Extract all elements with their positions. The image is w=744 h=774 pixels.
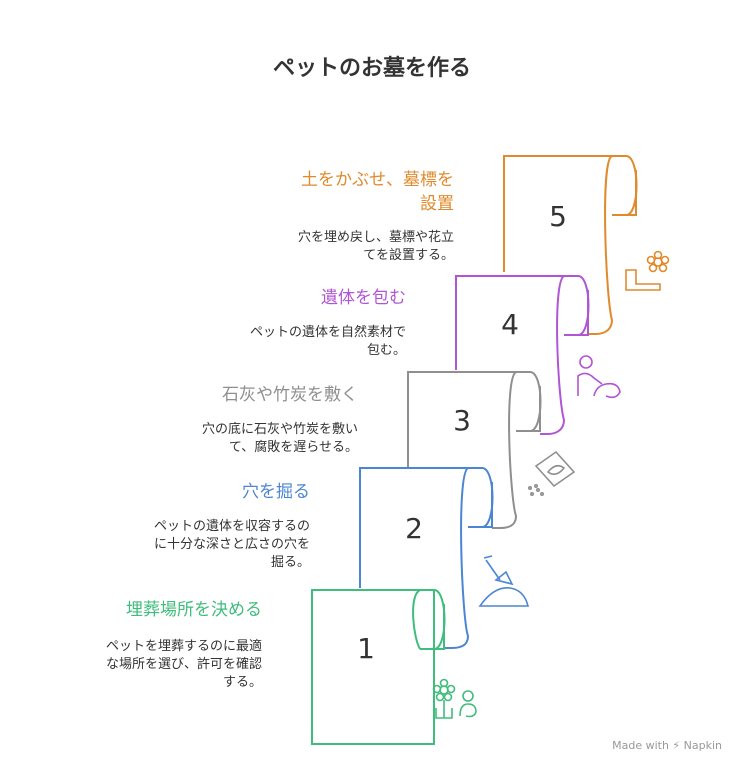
step-4-scroll <box>455 275 590 435</box>
step-3-desc-line-1: 穴の底に石灰や竹炭を敷い <box>201 422 358 437</box>
step-4-desc-line-2: 包む。 <box>366 343 406 358</box>
step-3-desc: 穴の底に石灰や竹炭を敷い て、腐敗を遅らせる。 <box>202 421 358 457</box>
step-1-desc-line-2: な場所を選び、許可を確認 <box>105 657 262 672</box>
step-1-scroll <box>311 589 446 745</box>
page-title: ペットのお墓を作る <box>272 56 471 81</box>
step-1-desc: ペットを埋葬するのに最適 な場所を選び、許可を確認 する。 <box>106 638 262 692</box>
step-4-title: 遺体を包む <box>321 288 406 308</box>
step-2-desc-line-2: に十分な深さと広さの穴を <box>153 537 310 552</box>
seed-bag-icon <box>527 450 576 496</box>
gravestone-flower-icon <box>625 250 670 291</box>
step-5-desc-line-1: 穴を埋め戻し、墓標や花立 <box>297 230 454 245</box>
step-4-desc-line-1: ペットの遺体を自然素材で <box>249 325 406 340</box>
step-5-desc-line-2: てを設置する。 <box>363 248 454 263</box>
step-2-desc-line-3: 掘る。 <box>270 555 310 570</box>
shovel-dirt-icon <box>478 555 530 607</box>
step-2-desc: ペットの遺体を収容するの に十分な深さと広さの穴を 掘る。 <box>154 518 310 572</box>
step-5-title: 土をかぶせ、墓標を 設置 <box>301 168 454 216</box>
step-1-desc-line-1: ペットを埋葬するのに最適 <box>105 639 262 654</box>
step-2-desc-line-1: ペットの遺体を収容するの <box>153 519 310 534</box>
step-3-scroll <box>407 371 542 529</box>
step-3-number: 3 <box>453 404 471 437</box>
step-4-number: 4 <box>501 308 519 341</box>
step-5-title-line-1: 土をかぶせ、墓標を <box>301 170 454 190</box>
step-5-title-line-2: 設置 <box>420 194 454 214</box>
step-2-scroll <box>359 467 494 649</box>
step-5-desc: 穴を埋め戻し、墓標や花立 てを設置する。 <box>298 229 454 265</box>
step-1-number: 1 <box>357 632 375 665</box>
step-4-desc: ペットの遺体を自然素材で 包む。 <box>250 324 406 360</box>
step-3-title: 石灰や竹炭を敷く <box>222 385 358 405</box>
step-5-number: 5 <box>549 200 567 233</box>
step-1-title: 埋葬場所を決める <box>126 600 262 620</box>
step-5-scroll <box>503 155 638 335</box>
step-2-title: 穴を掘る <box>242 482 310 502</box>
flower-person-icon <box>432 678 477 719</box>
step-3-desc-line-2: て、腐敗を遅らせる。 <box>228 440 358 455</box>
person-wrapping-icon <box>577 355 621 399</box>
step-2-number: 2 <box>405 512 423 545</box>
napkin-credit[interactable]: Made with ⚡ Napkin <box>612 739 722 752</box>
step-1-desc-line-3: する。 <box>222 675 262 690</box>
